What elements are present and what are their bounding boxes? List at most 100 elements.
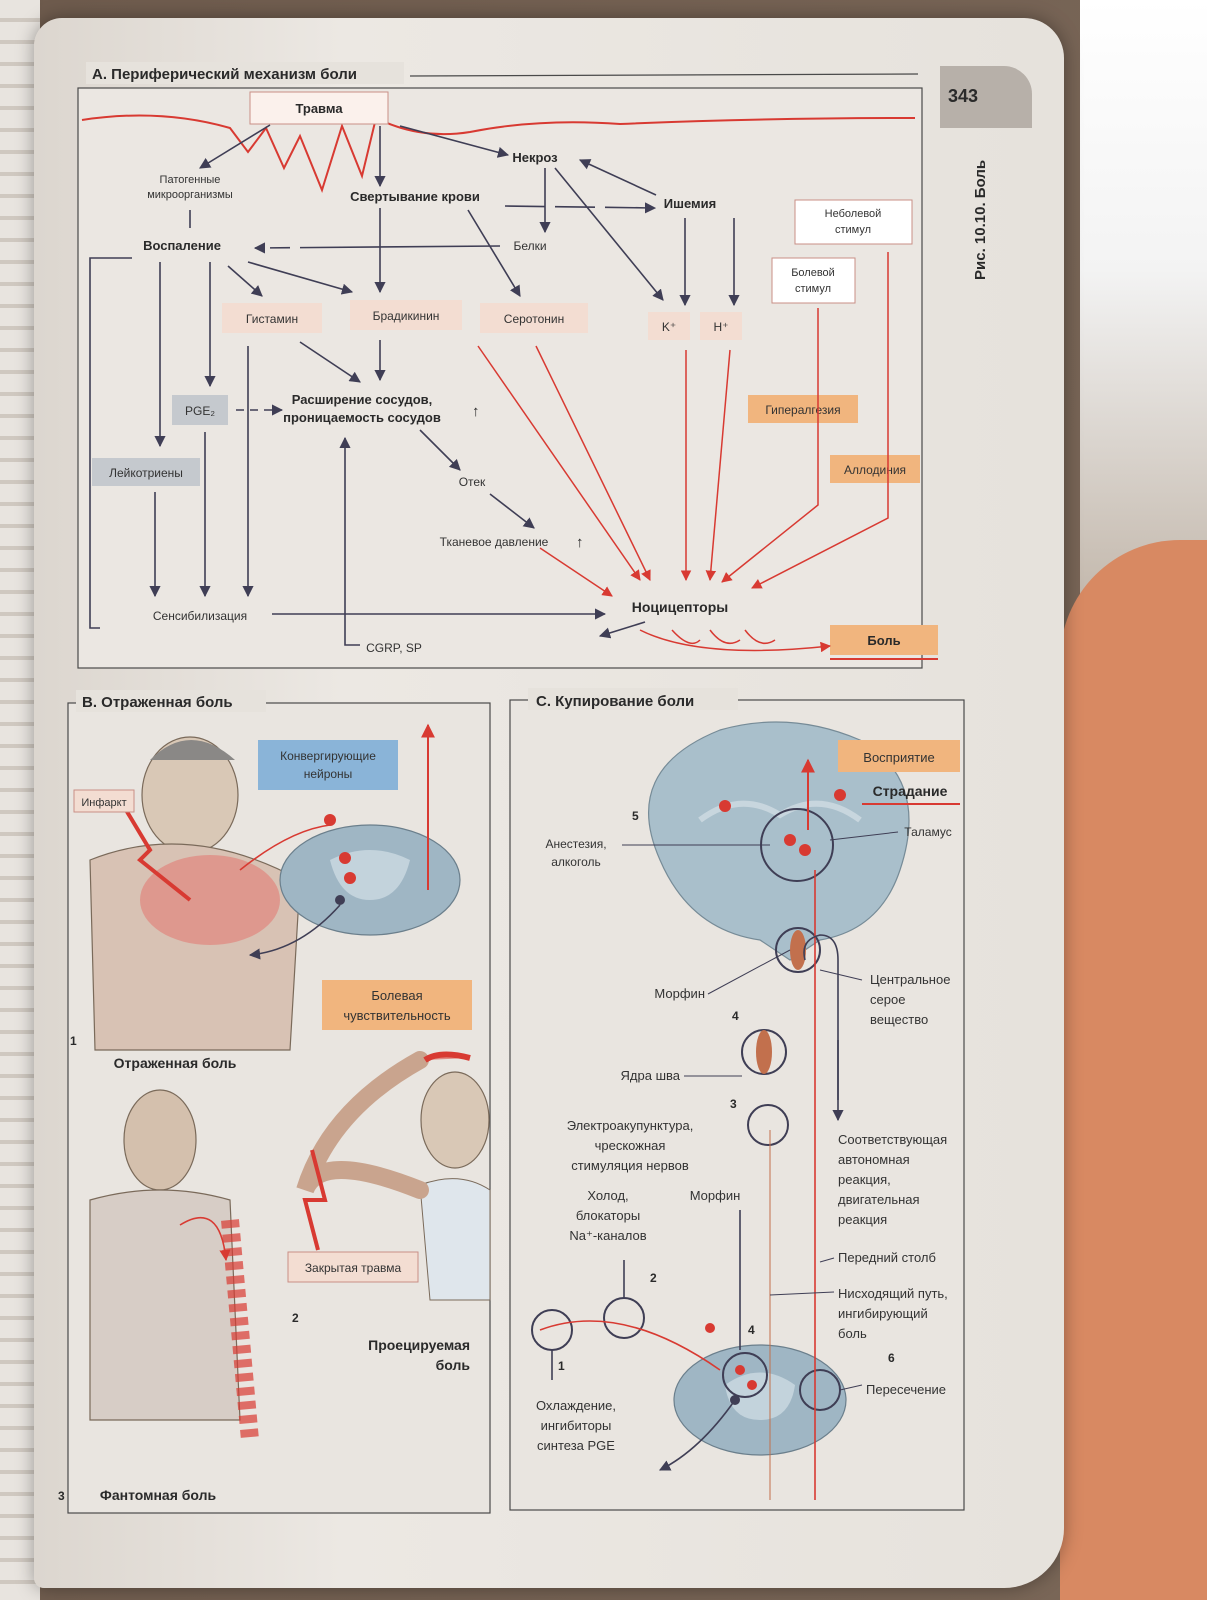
cold-1: Холод, (587, 1188, 628, 1203)
pge2-box (172, 395, 228, 425)
pain-sensitivity-box (322, 980, 472, 1030)
vasodilation-1: Расширение сосудов, (292, 392, 433, 407)
converging-neurons-box (258, 740, 398, 790)
descending-1: Нисходящий путь, (838, 1286, 948, 1301)
panel-c-number-6: 6 (888, 1351, 895, 1365)
spinal-cord-section-c (531, 1297, 847, 1471)
thalamus-leader (829, 831, 899, 841)
panel-b-title: B. Отраженная боль (82, 694, 233, 711)
leukotrienes-box (92, 458, 200, 486)
thalamus-label: Таламус (904, 825, 951, 839)
central-grey-3: вещество (870, 1012, 928, 1027)
panel-c-title-bg (528, 688, 738, 710)
anterior-column-label: Передний столб (838, 1250, 936, 1265)
necrosis-label: Некроз (512, 150, 558, 165)
descending-2: ингибирующий (838, 1306, 928, 1321)
figure-b-number-3: 3 (58, 1489, 65, 1503)
converging-neurons-1: Конвергирующие (280, 749, 376, 763)
panel-a-title: A. Периферический механизм боли (92, 66, 357, 83)
leukotrienes-label: Лейкотриены (109, 466, 183, 480)
projected-pain-1: Проецируемая (368, 1337, 470, 1353)
proteins-label: Белки (513, 239, 546, 253)
electro-3: стимуляция нервов (571, 1158, 689, 1173)
infarct-label: Инфаркт (81, 797, 126, 809)
pain-sensitivity-1: Болевая (371, 988, 422, 1003)
phantom-pain-label: Фантомная боль (100, 1487, 217, 1503)
panel-c-number-4b: 4 (748, 1323, 755, 1337)
heart-attack-figure (89, 736, 301, 1051)
vasodilation-up-arrow: ↑ (472, 403, 480, 420)
non-pain-stimulus-2: стимул (835, 224, 871, 236)
crossing-label: Пересечение (866, 1382, 946, 1397)
electro-1: Электроакупунктура, (567, 1118, 694, 1133)
projected-pain-figure (296, 1051, 491, 1301)
pathogens-label-2: микроорганизмы (147, 189, 233, 201)
pain-label: Боль (867, 633, 900, 648)
histamine-label: Гистамин (246, 312, 298, 326)
suffering-label: Страдание (873, 783, 948, 799)
panel-c-number-4a: 4 (732, 1009, 739, 1023)
nociceptors-label: Ноцицепторы (632, 599, 728, 615)
allodynia-label: Аллодиния (844, 463, 906, 477)
cgrp-label: CGRP, SP (366, 641, 422, 655)
panel-c-number-5: 5 (632, 809, 639, 823)
central-grey-2: серое (870, 992, 905, 1007)
allodynia-box (830, 455, 920, 483)
cold-3: Na⁺-каналов (569, 1228, 646, 1243)
serotonin-box (480, 303, 588, 333)
pain-stimulus-2: стимул (795, 283, 831, 295)
histamine-box (222, 303, 322, 333)
h-ion-box (700, 312, 742, 340)
figure-b-number-1: 1 (70, 1034, 77, 1048)
hand-background (1060, 540, 1207, 1600)
pain-box (830, 625, 938, 655)
descending-3: боль (838, 1326, 867, 1341)
central-grey-1: Центральное (870, 972, 950, 987)
serotonin-label: Серотонин (504, 312, 564, 326)
panel-c-pathways (551, 870, 863, 1500)
perception-box (838, 740, 960, 772)
figure-label: Рис. 10.10. Боль (972, 160, 989, 280)
pain-stimulus-box (771, 257, 856, 304)
spinal-cord-section-b (239, 723, 461, 960)
autonomic-1: Соответствующая (838, 1132, 947, 1147)
h-ion-label: H⁺ (714, 320, 729, 334)
morphine-label-2: Морфин (690, 1188, 741, 1203)
panel-b-title-bg (76, 690, 266, 712)
non-pain-stimulus-box (794, 199, 913, 245)
vasodilation-2: проницаемость сосудов (283, 410, 441, 425)
closed-trauma-label: Закрытая травма (305, 1261, 402, 1275)
panel-a-title-bg (86, 62, 404, 84)
pge2-label: PGE₂ (185, 404, 215, 418)
cooling-3: синтеза PGE (537, 1438, 615, 1453)
non-pain-stimulus-1: Неболевой (825, 208, 882, 220)
coagulation-label: Свертывание крови (350, 189, 480, 204)
cooling-2: ингибиторы (541, 1418, 612, 1433)
morphine-label-1: Морфин (654, 986, 705, 1001)
projected-pain-2: боль (436, 1357, 471, 1373)
perception-label: Восприятие (863, 750, 934, 765)
brain-section (647, 721, 910, 1146)
trauma-box (249, 91, 389, 125)
central-grey-leader (819, 969, 863, 981)
electro-2: чрескожная (595, 1138, 666, 1153)
edema-label: Отек (459, 475, 486, 489)
sensitization-label: Сенсибилизация (153, 609, 247, 623)
panel-c-number-1: 1 (558, 1359, 565, 1373)
panel-c-number-3: 3 (730, 1097, 737, 1111)
infarct-box (73, 789, 135, 813)
pathogens-label-1: Патогенные (160, 174, 221, 186)
k-ion-box (648, 312, 690, 340)
hyperalgesia-box (748, 395, 858, 423)
pain-sensitivity-2: чувствительность (343, 1008, 450, 1023)
raphe-label: Ядра шва (621, 1068, 681, 1083)
autonomic-4: двигательная (838, 1192, 920, 1207)
ischemia-label: Ишемия (664, 196, 716, 211)
panel-c-number-2: 2 (650, 1271, 657, 1285)
converging-neurons-2: нейроны (304, 767, 353, 781)
panel-c-title: C. Купирование боли (536, 693, 694, 710)
panel-a-red-arrows (477, 252, 889, 653)
pain-stimulus-1: Болевой (791, 267, 835, 279)
